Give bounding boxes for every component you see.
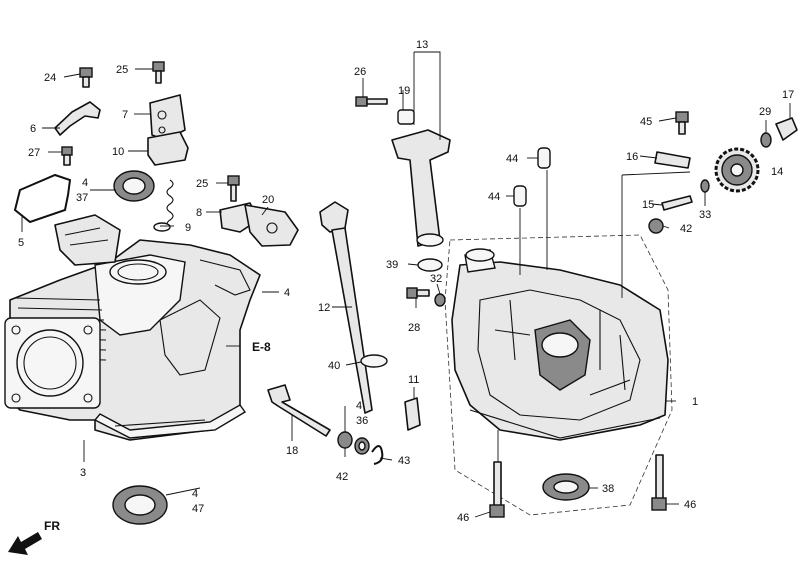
bolt-46-right — [651, 454, 667, 511]
callout-37: 37 — [76, 192, 88, 204]
callout-39: 39 — [386, 259, 398, 271]
bolt-24 — [79, 67, 93, 88]
dipstick-12 — [319, 201, 373, 414]
callout-42-upper: 42 — [680, 223, 692, 235]
callout-8: 8 — [196, 207, 202, 219]
callout-36: 36 — [356, 415, 368, 427]
bolt-27 — [61, 146, 73, 166]
callout-32: 32 — [430, 273, 442, 285]
ring-33 — [700, 179, 710, 193]
callout-33: 33 — [699, 209, 711, 221]
washer-36 — [337, 431, 353, 449]
front-arrow-icon — [8, 532, 42, 555]
callout-44-top: 44 — [506, 153, 518, 165]
callout-47: 47 — [192, 503, 204, 515]
callout-44-mid: 44 — [488, 191, 500, 203]
cap-17 — [775, 117, 798, 141]
callout-3: 3 — [80, 467, 86, 479]
leader-lines — [21, 51, 791, 518]
washer-42-lower — [354, 437, 370, 455]
cover-20 — [244, 204, 299, 247]
o-ring-40 — [360, 354, 388, 368]
callout-38: 38 — [602, 483, 614, 495]
callout-4-upper-left: 4 — [82, 177, 88, 189]
callout-29: 29 — [759, 106, 771, 118]
callout-46-left: 46 — [457, 512, 469, 524]
callout-12: 12 — [318, 302, 330, 314]
bolt-45 — [675, 111, 689, 135]
wire-guide-5 — [13, 173, 72, 224]
callout-24: 24 — [44, 72, 56, 84]
bracket-6 — [54, 101, 101, 136]
callout-46-right: 46 — [684, 499, 696, 511]
crankcase-cover — [444, 234, 673, 516]
callout-17: 17 — [782, 89, 794, 101]
front-direction-indicator: FR — [8, 519, 60, 555]
callout-25-top: 25 — [116, 64, 128, 76]
callout-10: 10 — [112, 146, 124, 158]
sleeve-19 — [397, 109, 415, 125]
clip-43 — [371, 445, 384, 465]
callout-11: 11 — [408, 374, 419, 386]
callout-15: 15 — [642, 199, 654, 211]
bolt-46-left — [489, 461, 505, 518]
plate-16 — [654, 151, 691, 169]
bearing-47 — [112, 485, 168, 525]
front-label: FR — [44, 519, 60, 533]
callout-42-lower: 42 — [336, 471, 348, 483]
bolt-25-mid — [227, 175, 240, 202]
callout-1: 1 — [692, 396, 698, 408]
washer-29 — [760, 132, 772, 148]
key-11 — [404, 397, 421, 431]
callout-43: 43 — [398, 455, 410, 467]
dowel-44-mid — [513, 185, 527, 207]
callout-9: 9 — [185, 222, 191, 234]
callout-4-right: 4 — [284, 287, 290, 299]
callout-7: 7 — [122, 109, 128, 121]
callout-19: 19 — [398, 85, 410, 97]
governor-spring — [166, 179, 174, 229]
callout-45: 45 — [640, 116, 652, 128]
callout-labels: 24 25 7 6 10 27 4 37 5 9 25 8 20 4 E-8 3… — [18, 39, 794, 524]
callout-27: 27 — [28, 147, 40, 159]
callout-13: 13 — [416, 39, 428, 51]
shaft-15 — [661, 195, 693, 211]
washer-42-upper — [648, 218, 664, 234]
callout-18: 18 — [286, 445, 298, 457]
callout-40: 40 — [328, 360, 340, 372]
dowel-44-top — [537, 147, 551, 169]
cylinder-block — [4, 214, 261, 441]
reference-label: E-8 — [252, 340, 271, 354]
bolt-26 — [355, 96, 388, 107]
callout-4-bottom: 4 — [192, 488, 198, 500]
callout-26: 26 — [354, 66, 366, 78]
bolt-28 — [406, 287, 430, 299]
bolt-25-top — [152, 61, 165, 84]
callout-20: 20 — [262, 194, 274, 206]
ring-9 — [153, 222, 171, 232]
callout-25-mid: 25 — [196, 178, 208, 190]
callout-14: 14 — [771, 166, 783, 178]
callout-16: 16 — [626, 151, 638, 163]
oil-seal-37 — [113, 170, 155, 202]
lever-18 — [267, 384, 331, 437]
block-10 — [147, 131, 189, 166]
oil-filler-tube-13 — [391, 129, 451, 247]
callout-5: 5 — [18, 237, 24, 249]
callout-28: 28 — [408, 322, 420, 334]
washer-32 — [434, 293, 446, 307]
oil-seal-38 — [542, 473, 590, 501]
o-ring-39 — [417, 258, 443, 272]
callout-6: 6 — [30, 123, 36, 135]
callout-4-lower: 4 — [356, 400, 362, 412]
gear-14 — [714, 147, 760, 193]
